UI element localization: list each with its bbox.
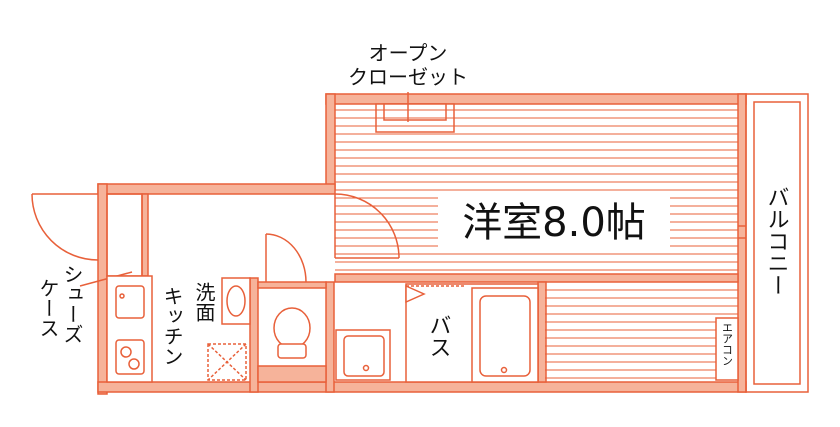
room-floor xyxy=(335,109,738,271)
aircon-label: エアコン xyxy=(721,322,734,366)
outer-walls xyxy=(97,93,747,395)
entrance-door-icon xyxy=(31,193,99,261)
toilet-room xyxy=(257,233,327,383)
toilet-icon xyxy=(273,307,311,359)
bath-label: バス xyxy=(426,314,451,358)
balcony-label: バルコニー xyxy=(764,186,789,296)
room-label: 洋室8.0帖 xyxy=(462,200,646,246)
washbasin-label: 洗面 xyxy=(192,282,216,322)
sink-icon xyxy=(115,285,145,319)
kitchen-label: キッチン xyxy=(160,286,184,366)
aircon-box xyxy=(715,317,739,381)
stove-icon xyxy=(115,339,145,375)
closet-label-line2: クローゼット xyxy=(348,65,468,89)
closet-label-line1: オープン xyxy=(369,41,448,65)
shoe-case xyxy=(79,193,143,287)
sink-icon xyxy=(335,329,391,381)
washbasin-icon xyxy=(221,277,251,325)
shoe-case-label-2: ケース xyxy=(36,278,60,338)
door-swing-icon xyxy=(334,193,400,259)
bathtub-icon xyxy=(471,287,539,383)
balcony xyxy=(738,93,809,393)
room-label-bg xyxy=(438,194,670,248)
shoe-case-label-1: シューズ xyxy=(60,264,84,344)
lower-floor xyxy=(545,289,738,379)
washing-machine-icon xyxy=(207,343,247,381)
kitchen-counter xyxy=(106,275,153,383)
